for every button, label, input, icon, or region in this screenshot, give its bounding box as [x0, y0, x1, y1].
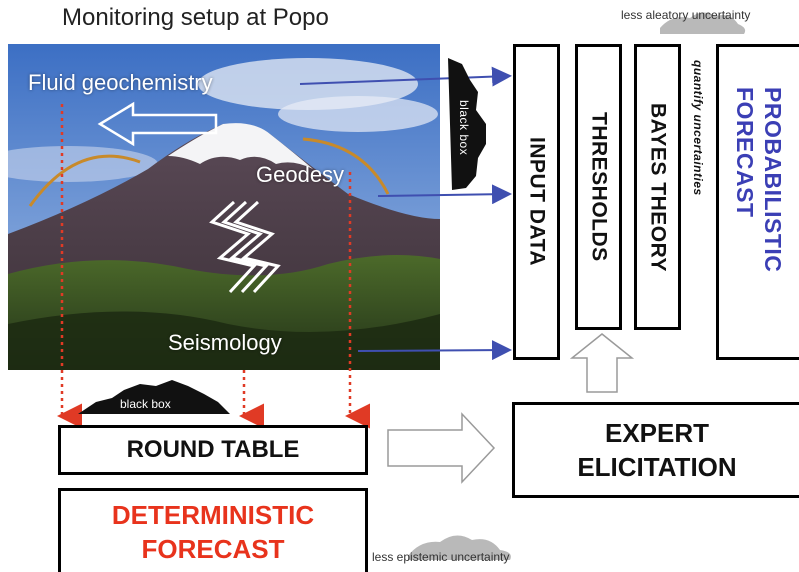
quantify-annotation: quantify uncertainties	[686, 60, 710, 330]
input-data-box: INPUT DATA	[513, 44, 560, 360]
probabilistic-forecast-label: PROBABILISTIC FORECAST	[732, 87, 786, 273]
less-aleatory-label: less aleatory uncertainty	[621, 8, 751, 22]
epistemic-cloud-icon	[408, 535, 511, 560]
black-box-right: black box	[446, 88, 482, 168]
black-box-bottom-shape	[78, 380, 230, 414]
volcano-photo-graphic	[8, 44, 440, 370]
deterministic-forecast-box: DETERMINISTIC FORECAST	[58, 488, 368, 572]
expert-elicitation-box: EXPERT ELICITATION	[512, 402, 799, 498]
black-box-bottom-label: black box	[120, 397, 171, 411]
probabilistic-forecast-box: PROBABILISTIC FORECAST	[716, 44, 799, 360]
right-arrow-roundtable-to-elicitation	[387, 412, 496, 484]
arrow-seismology-to-input	[357, 340, 512, 361]
quantify-label: quantify uncertainties	[691, 60, 705, 196]
label-fluid-geochemistry: Fluid geochemistry	[28, 70, 213, 95]
label-seismology: Seismology	[168, 330, 282, 355]
thresholds-box: THRESHOLDS	[575, 44, 622, 330]
volcano-photo: Fluid geochemistry Geodesy Seismology	[8, 44, 440, 370]
arrow-fluid-to-input	[299, 66, 512, 87]
black-box-right-shape	[448, 58, 486, 190]
up-arrow-elicitation	[569, 333, 635, 393]
arrow-geodesy-to-input	[377, 184, 512, 205]
less-epistemic-label: less epistemic uncertainty	[372, 550, 510, 564]
aleatory-cloud-icon	[660, 12, 746, 34]
input-data-label: INPUT DATA	[525, 137, 549, 267]
label-geodesy: Geodesy	[256, 162, 345, 187]
thresholds-label: THRESHOLDS	[587, 112, 611, 262]
expert-elicitation-label: EXPERT ELICITATION	[577, 418, 737, 482]
round-table-box: ROUND TABLE	[58, 425, 368, 475]
bayes-theory-box: BAYES THEORY	[634, 44, 681, 330]
round-table-label: ROUND TABLE	[126, 436, 300, 463]
black-box-right-label: black box	[457, 100, 471, 156]
bayes-theory-label: BAYES THEORY	[646, 102, 670, 272]
deterministic-forecast-label: DETERMINISTIC FORECAST	[111, 499, 315, 564]
page-title: Monitoring setup at Popo	[62, 4, 329, 31]
